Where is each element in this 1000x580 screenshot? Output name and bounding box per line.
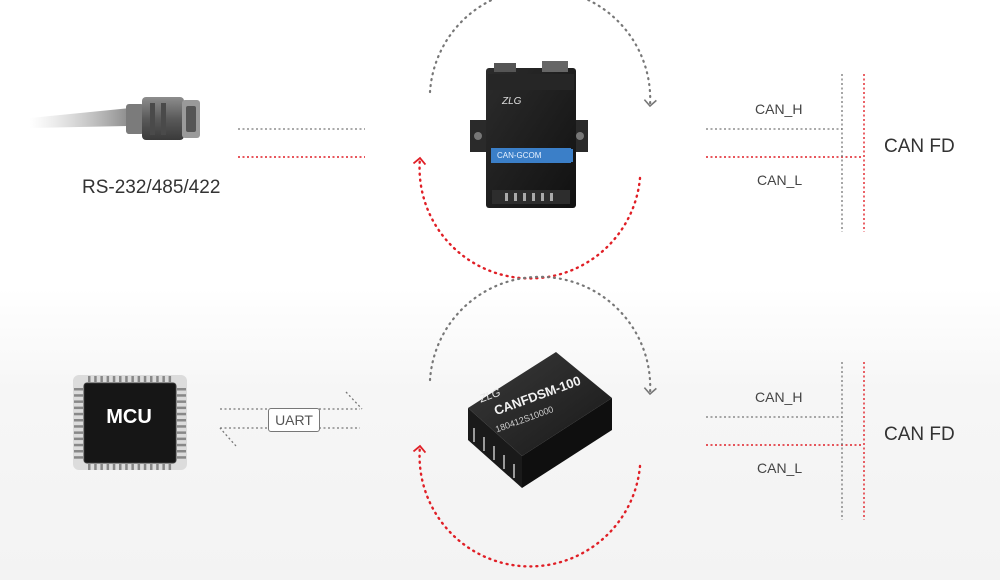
bottom-red-arc-arrow bbox=[412, 444, 642, 568]
bottom-gray-arc-arrow bbox=[428, 275, 657, 396]
uart-label: UART bbox=[268, 408, 320, 432]
top-gray-arc-arrow bbox=[428, 0, 657, 108]
top-red-arc-arrow bbox=[412, 156, 642, 280]
canfdsm-module-icon bbox=[468, 352, 612, 488]
top-can-fd-label: CAN FD bbox=[884, 136, 955, 157]
can-gateway-device-icon bbox=[470, 61, 588, 208]
mcu-label: MCU bbox=[106, 406, 152, 428]
db9-connector-icon bbox=[30, 97, 200, 140]
top-can-h-label: CAN_H bbox=[755, 101, 803, 117]
bottom-can-l-label: CAN_L bbox=[757, 460, 803, 476]
gateway-badge: CAN-GCOM bbox=[491, 149, 573, 162]
serial-interface-label: RS-232/485/422 bbox=[82, 177, 221, 198]
top-can-l-label: CAN_L bbox=[757, 172, 803, 188]
bottom-can-fd-label: CAN FD bbox=[884, 424, 955, 445]
gateway-logo: ZLG bbox=[502, 96, 522, 107]
bottom-can-h-label: CAN_H bbox=[755, 389, 803, 405]
mcu-chip-icon bbox=[73, 375, 187, 470]
